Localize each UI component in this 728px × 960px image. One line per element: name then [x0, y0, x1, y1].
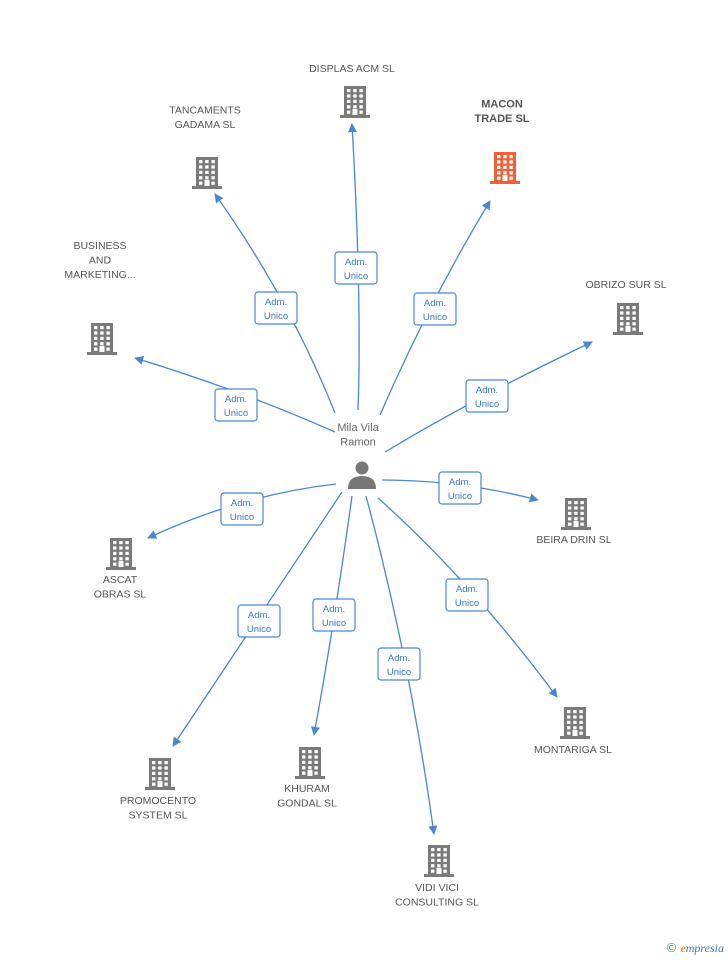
company-label-line: GADAMA SL [175, 119, 236, 131]
role-label-business-and-marketing[interactable]: Adm. Unico [214, 388, 258, 422]
company-beira-drin[interactable]: BEIRA DRIN SL [536, 534, 611, 546]
company-vidi-vici-consulting[interactable]: VIDI VICI CONSULTING SL [395, 882, 479, 909]
role-text: Unico [344, 271, 368, 282]
company-label-line: MONTARIGA SL [534, 744, 612, 756]
company-business-and-marketing[interactable]: BUSINESS AND MARKETING... [64, 240, 135, 281]
building-icon[interactable] [87, 323, 117, 355]
role-label-beira-drin[interactable]: Adm. Unico [438, 471, 482, 505]
role-label-promocento-system[interactable]: Adm. Unico [237, 604, 281, 638]
role-text: Adm. [449, 477, 471, 488]
role-label-montariga[interactable]: Adm. Unico [445, 578, 489, 612]
company-label-line: PROMOCENTO [120, 795, 196, 807]
role-text: Unico [475, 399, 499, 410]
role-label-ascat-obras[interactable]: Adm. Unico [220, 492, 264, 526]
role-text: Adm. [323, 604, 345, 615]
building-icon[interactable] [295, 747, 325, 779]
company-label-line: GONDAL SL [277, 798, 337, 810]
role-label-macon-trade[interactable]: Adm. Unico [413, 292, 457, 326]
company-label-line: MACON [481, 99, 523, 111]
company-label-line: SYSTEM SL [129, 810, 188, 822]
role-text: Unico [322, 618, 346, 629]
company-label-line: OBRAS SL [94, 589, 147, 601]
role-label-vidi-vici-consulting[interactable]: Adm. Unico [377, 647, 421, 681]
footer-brand[interactable]: ©empresia [665, 941, 724, 956]
brand-initial: e [680, 941, 686, 955]
role-text: Adm. [456, 584, 478, 595]
role-text: Unico [423, 312, 447, 323]
building-icon[interactable] [490, 152, 520, 184]
role-text: Adm. [424, 298, 446, 309]
building-icon[interactable] [106, 538, 136, 570]
building-icon[interactable] [561, 498, 591, 530]
company-label-line: DISPLAS ACM SL [309, 63, 395, 75]
company-label-line: CONSULTING SL [395, 897, 479, 909]
company-label-line: TANCAMENTS [169, 105, 241, 117]
role-label-obrizo-sur[interactable]: Adm. Unico [465, 379, 509, 413]
company-ascat-obras[interactable]: ASCAT OBRAS SL [94, 574, 147, 601]
company-khuram-gondal[interactable]: KHURAM GONDAL SL [277, 783, 337, 810]
person-name: Mila Vila [337, 422, 379, 434]
company-label-line: AND [89, 255, 112, 267]
building-icon[interactable] [424, 845, 454, 877]
building-icon[interactable] [145, 758, 175, 790]
role-text: Adm. [225, 394, 247, 405]
role-text: Adm. [476, 385, 498, 396]
building-icon[interactable] [613, 303, 643, 335]
role-text: Unico [247, 624, 271, 635]
company-label-line: ASCAT [103, 574, 138, 586]
role-label-tancaments-gadama[interactable]: Adm. Unico [254, 291, 298, 325]
company-label-line: BEIRA DRIN SL [536, 534, 611, 546]
building-icon[interactable] [560, 707, 590, 739]
copyright-icon: © [665, 941, 678, 955]
company-label-line: BUSINESS [73, 240, 126, 252]
company-promocento-system[interactable]: PROMOCENTO SYSTEM SL [120, 795, 196, 822]
role-text: Adm. [345, 257, 367, 268]
role-text: Unico [264, 311, 288, 322]
company-obrizo-sur[interactable]: OBRIZO SUR SL [585, 279, 666, 291]
role-label-displas-acm[interactable]: Adm. Unico [334, 251, 378, 285]
company-label-line: KHURAM [284, 783, 330, 795]
building-icon[interactable] [192, 157, 222, 189]
company-label-line: OBRIZO SUR SL [585, 279, 666, 291]
role-text: Adm. [388, 653, 410, 664]
nodes-layer: DISPLAS ACM SL MACON TRADE SL TANCAMENTS GAD… [64, 63, 666, 909]
role-text: Unico [455, 598, 479, 609]
company-label-line: MARKETING... [64, 269, 135, 281]
person-icon[interactable] [348, 461, 376, 490]
role-label-khuram-gondal[interactable]: Adm. Unico [312, 598, 356, 632]
building-icon[interactable] [340, 86, 370, 118]
company-label-line: TRADE SL [475, 113, 530, 125]
role-text: Unico [230, 512, 254, 523]
company-label-line: VIDI VICI [415, 882, 459, 894]
person-name: Ramon [340, 437, 375, 449]
company-tancaments-gadama[interactable]: TANCAMENTS GADAMA SL [169, 105, 241, 132]
role-text: Adm. [265, 297, 287, 308]
company-montariga[interactable]: MONTARIGA SL [534, 744, 612, 756]
role-text: Adm. [248, 610, 270, 621]
role-text: Unico [224, 408, 248, 419]
role-text: Unico [387, 667, 411, 678]
brand-name: mpresia [685, 941, 724, 955]
edges-layer: Adm.UnicoAdm.UnicoAdm.UnicoAdm.UnicoAdm.… [134, 123, 593, 835]
company-macon-trade[interactable]: MACON TRADE SL [475, 99, 530, 126]
company-displas-acm[interactable]: DISPLAS ACM SL [309, 63, 395, 75]
role-text: Adm. [231, 498, 253, 509]
role-text: Unico [448, 491, 472, 502]
